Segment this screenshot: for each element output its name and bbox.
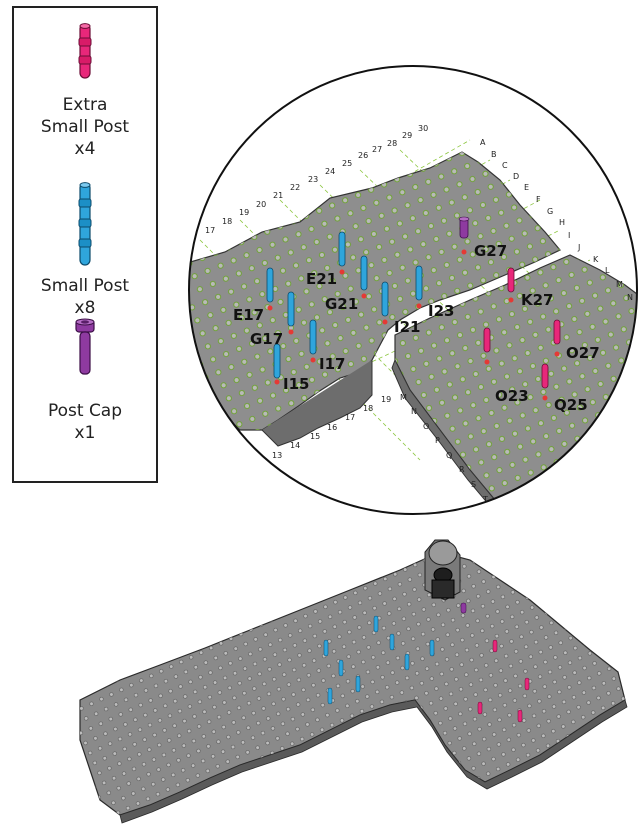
parts-legend: Extra Small Post x4 Small Post x8 Post C… (12, 6, 158, 483)
zoom-posts (266, 216, 561, 389)
extra-small-post-o27 (553, 319, 561, 345)
assembled-baseplate-view (79, 539, 628, 824)
label-k27: K27 (521, 291, 554, 309)
label-g27: G27 (474, 242, 507, 260)
svg-text:O: O (423, 422, 429, 431)
small-post-icon (78, 182, 92, 266)
extra-small-post-q25 (541, 363, 549, 389)
legend-item-extra-small-post: Extra Small Post x4 (14, 22, 156, 160)
svg-text:G: G (547, 207, 553, 216)
svg-text:B: B (491, 150, 497, 159)
label-q25: Q25 (554, 396, 588, 414)
small-post-i21 (381, 281, 389, 317)
legend-item-small-post: Small Post x8 (14, 181, 156, 319)
svg-text:Q: Q (446, 451, 452, 460)
grid-row-labels: A B C D E F G H I J K L M N 13 14 15 16 … (272, 138, 633, 504)
svg-text:J: J (577, 243, 580, 252)
legend-item-post-cap: Post Cap x1 (14, 318, 156, 444)
svg-text:13: 13 (272, 451, 282, 460)
svg-text:30: 30 (418, 124, 428, 133)
svg-text:K: K (593, 255, 599, 264)
svg-text:I: I (568, 231, 570, 240)
svg-text:17: 17 (205, 226, 215, 235)
grid-column-labels: 6 17 18 19 20 21 22 23 24 25 26 27 28 29… (190, 124, 428, 245)
label-i21: I21 (394, 318, 420, 336)
svg-text:25: 25 (342, 159, 352, 168)
extra-small-post-icon (78, 23, 92, 79)
svg-text:21: 21 (273, 191, 283, 200)
svg-text:24: 24 (325, 167, 335, 176)
mounted-bracket (424, 539, 461, 601)
svg-text:18: 18 (363, 404, 373, 413)
svg-text:P: P (435, 436, 440, 445)
label-o27: O27 (566, 344, 600, 362)
svg-text:F: F (536, 195, 541, 204)
position-markers (267, 249, 560, 401)
post-cap-icon (75, 318, 95, 375)
label-i15: I15 (283, 375, 309, 393)
svg-text:22: 22 (290, 183, 300, 192)
label-e21: E21 (306, 270, 337, 288)
svg-text:27: 27 (372, 145, 382, 154)
svg-text:20: 20 (256, 200, 266, 209)
svg-text:16: 16 (327, 423, 337, 432)
placement-labels: E21 E17 G21 G17 I21 I23 I17 I15 G27 K27 … (233, 242, 600, 414)
svg-text:17: 17 (345, 413, 355, 422)
svg-text:15: 15 (310, 432, 320, 441)
mounted-posts (323, 602, 530, 723)
legend-name: Small Post (40, 276, 130, 296)
legend-name: Extra Small Post (40, 95, 130, 137)
small-post-i23 (415, 265, 423, 301)
legend-name: Post Cap (47, 401, 123, 421)
svg-text:18: 18 (222, 217, 232, 226)
svg-text:N: N (411, 407, 417, 416)
small-post-i17 (309, 319, 317, 355)
svg-text:23: 23 (308, 175, 318, 184)
label-i17: I17 (319, 355, 345, 373)
extra-small-post-o23 (483, 327, 491, 353)
svg-text:19: 19 (239, 208, 249, 217)
legend-quantity: x4 (74, 139, 96, 159)
legend-quantity: x8 (74, 298, 96, 318)
svg-text:28: 28 (387, 139, 397, 148)
svg-text:N: N (627, 293, 633, 302)
label-g21: G21 (325, 295, 358, 313)
label-e17: E17 (233, 306, 264, 324)
svg-text:R: R (459, 465, 465, 474)
svg-text:E: E (524, 183, 529, 192)
svg-text:S: S (471, 480, 476, 489)
legend-quantity: x1 (74, 423, 96, 443)
small-post-e17 (266, 267, 274, 303)
svg-text:L: L (605, 266, 610, 275)
small-post-e21 (338, 231, 346, 267)
zoom-view: 6 17 18 19 20 21 22 23 24 25 26 27 28 29… (188, 65, 638, 515)
post-cap-g27 (458, 216, 470, 239)
svg-text:M: M (400, 393, 407, 402)
svg-text:D: D (513, 172, 519, 181)
small-post-i15 (273, 343, 281, 379)
svg-text:14: 14 (290, 441, 300, 450)
svg-text:26: 26 (358, 151, 368, 160)
small-post-g17 (287, 291, 295, 327)
svg-text:29: 29 (402, 131, 412, 140)
svg-text:19: 19 (381, 395, 391, 404)
svg-text:A: A (480, 138, 486, 147)
svg-text:H: H (559, 218, 565, 227)
label-i23: I23 (428, 302, 454, 320)
small-post-g21 (360, 255, 368, 291)
svg-text:T: T (482, 495, 488, 504)
svg-text:M: M (616, 280, 623, 289)
extra-small-post-k27 (507, 267, 515, 293)
svg-text:C: C (502, 161, 508, 170)
label-g17: G17 (250, 330, 283, 348)
label-o23: O23 (495, 387, 529, 405)
